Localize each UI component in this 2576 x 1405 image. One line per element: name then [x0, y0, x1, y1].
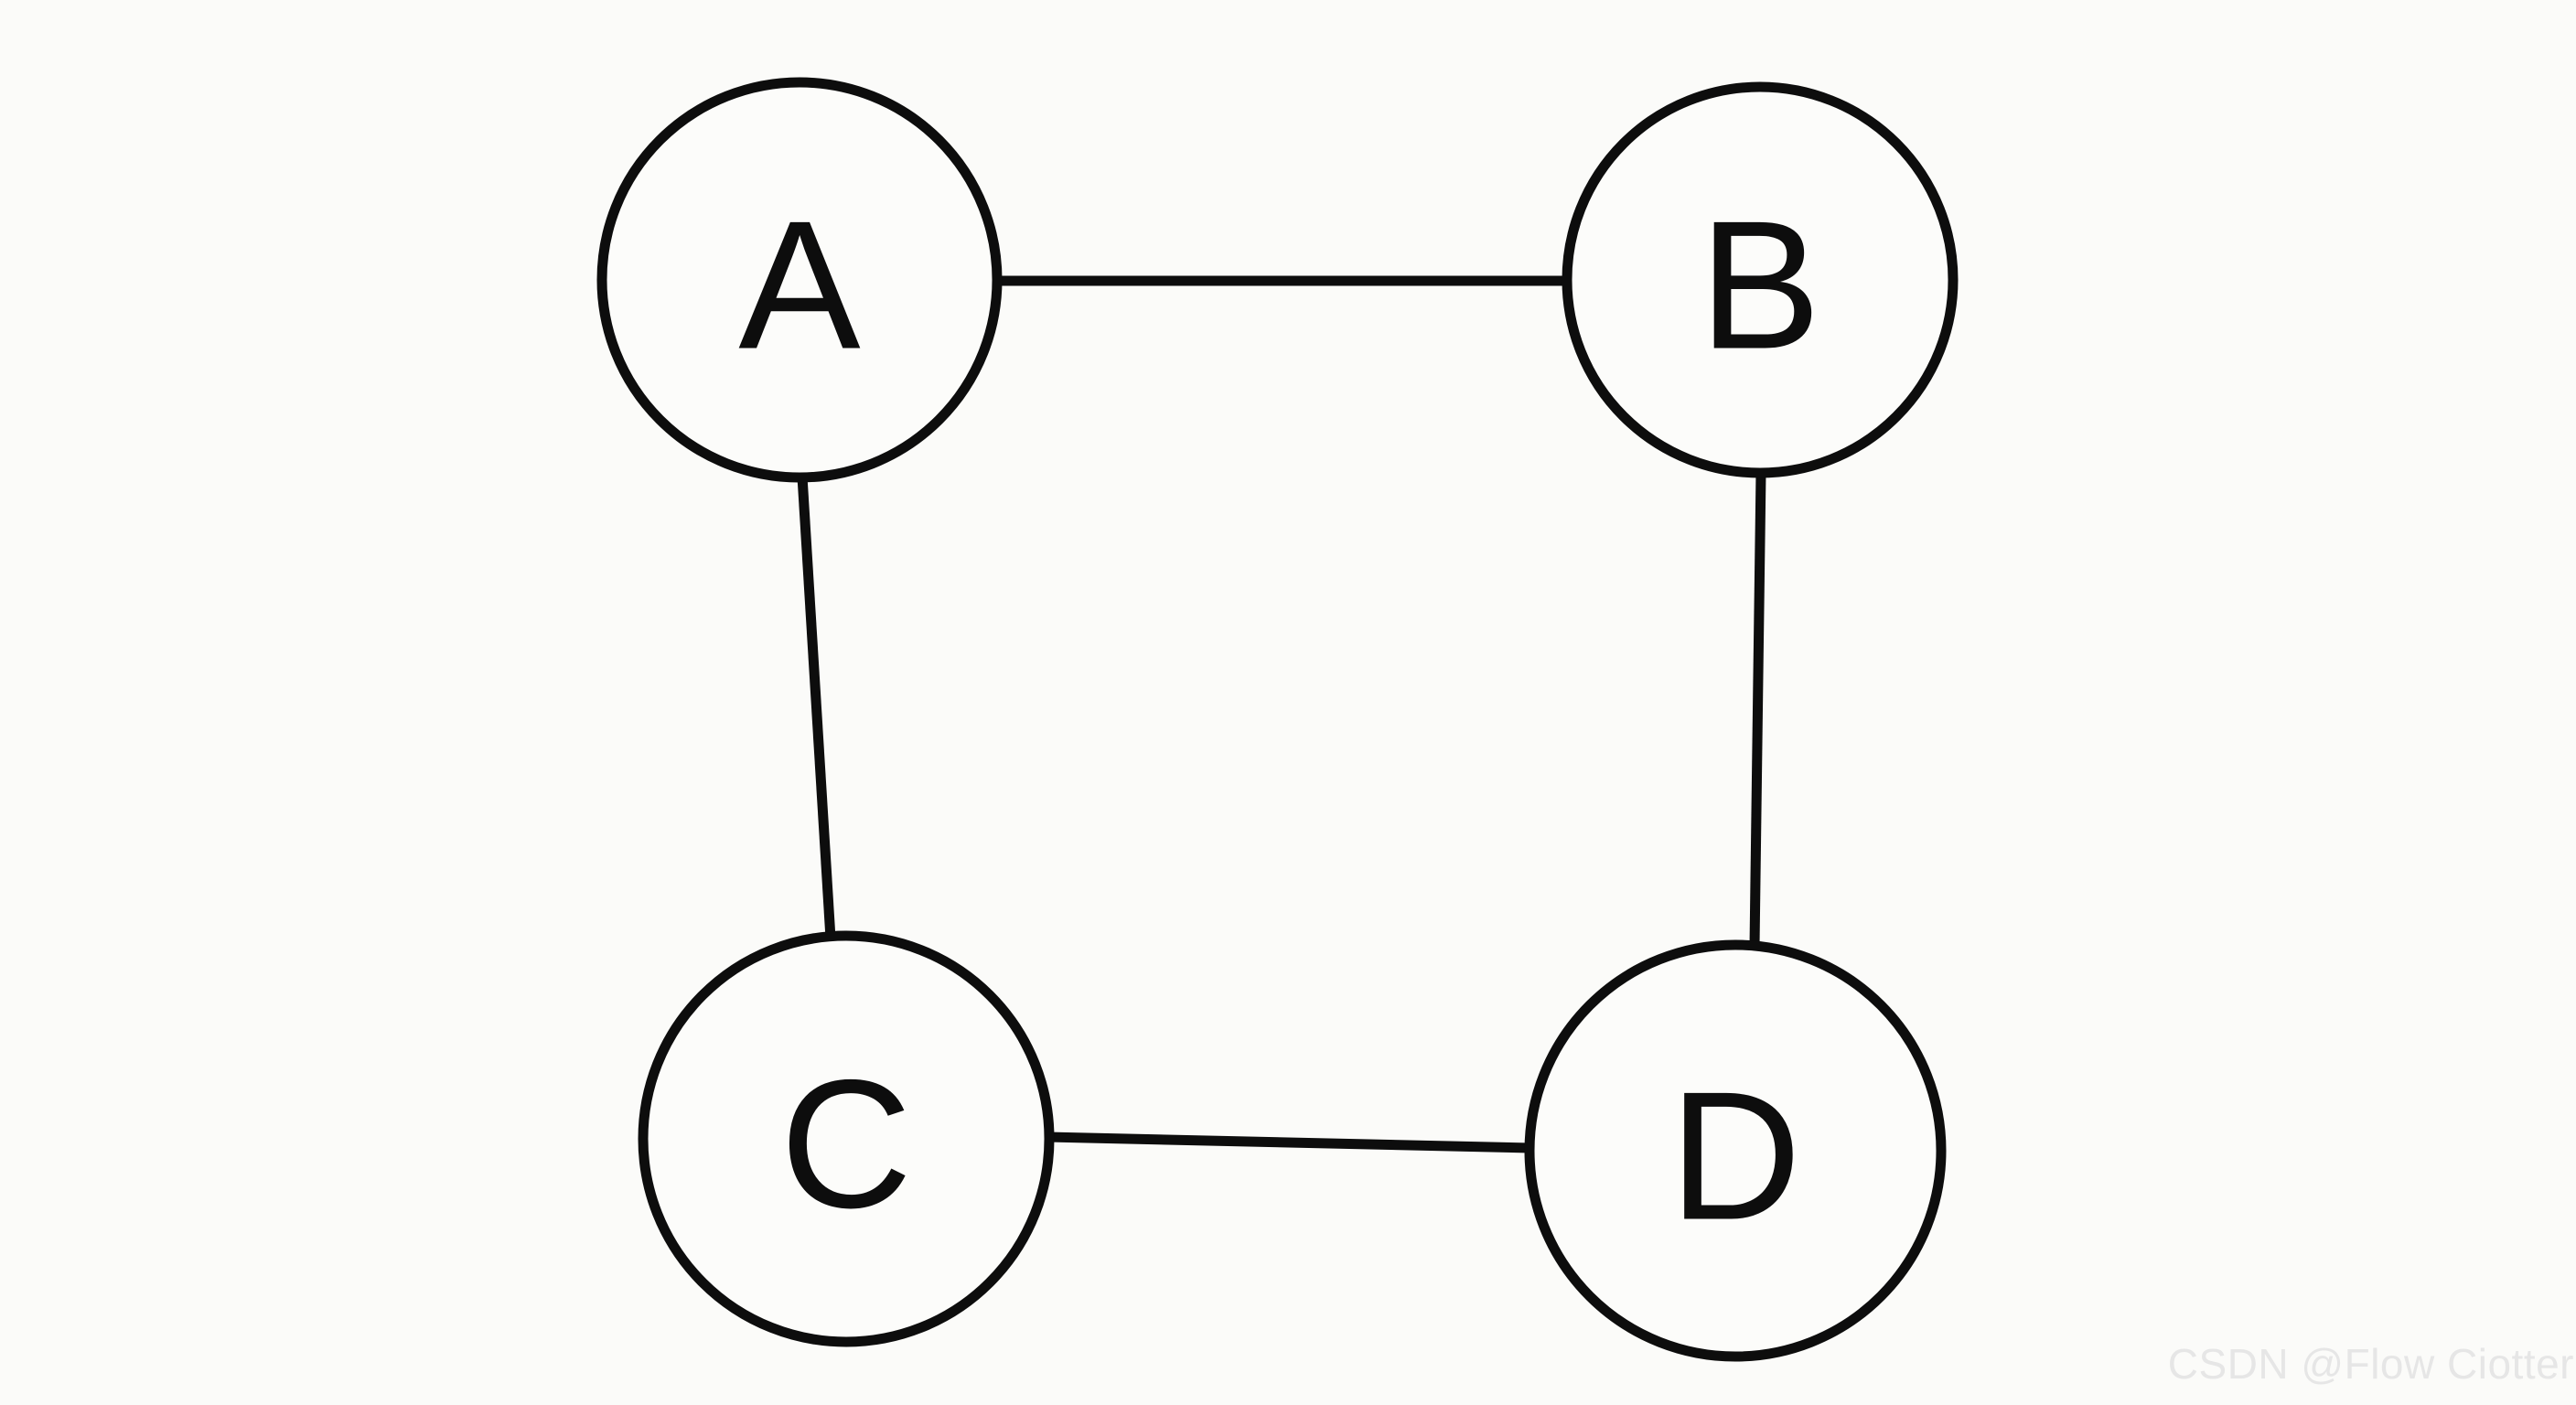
- node-b[interactable]: B: [1562, 81, 1959, 478]
- edge-c-d: [1046, 1132, 1531, 1153]
- node-b-circle[interactable]: [1562, 81, 1959, 478]
- node-d-label: D: [1669, 1055, 1801, 1259]
- node-d[interactable]: D: [1524, 939, 1947, 1362]
- node-b-label: B: [1699, 184, 1820, 388]
- node-d-circle[interactable]: [1524, 939, 1947, 1362]
- edge-group: [797, 275, 1766, 1153]
- node-c[interactable]: C: [638, 930, 1055, 1347]
- node-group: A B C D: [596, 77, 1959, 1362]
- edge-b-d: [1749, 472, 1766, 948]
- watermark-text: CSDN @Flow Ciotter: [2167, 1340, 2574, 1388]
- node-a-circle[interactable]: [596, 77, 1003, 483]
- node-a[interactable]: A: [596, 77, 1003, 483]
- node-c-circle[interactable]: [638, 930, 1055, 1347]
- node-c-label: C: [780, 1043, 912, 1247]
- edge-a-c: [797, 476, 836, 939]
- node-a-label: A: [738, 184, 861, 388]
